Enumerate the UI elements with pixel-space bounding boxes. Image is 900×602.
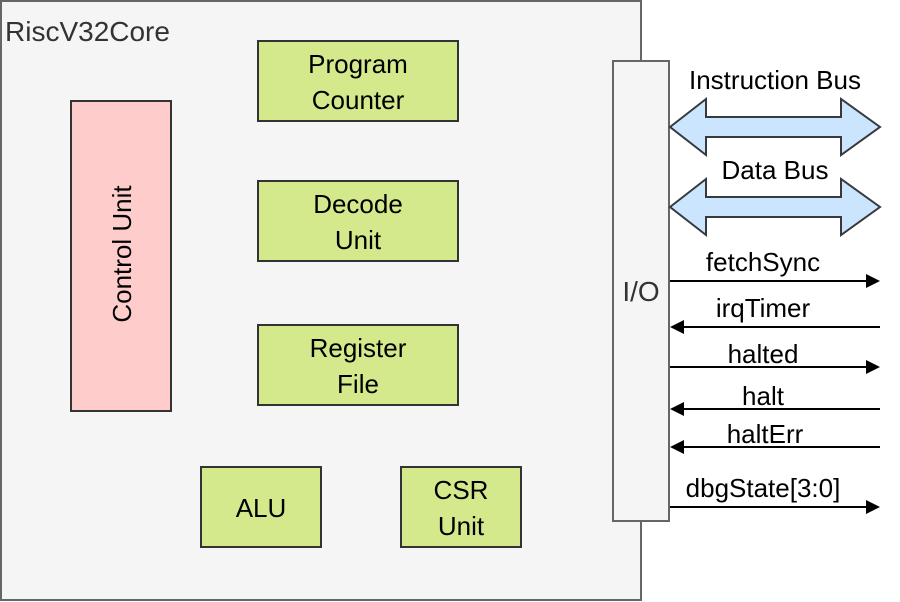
control-unit-label: Control Unit [107,185,137,323]
csr-unit-label-line2: Unit [438,511,485,541]
decode-unit-block [257,180,459,262]
alu-label: ALU [236,493,287,523]
io-block [612,60,670,522]
instruction-bus-label: Instruction Bus [689,65,861,95]
signal-label-fetchsync: fetchSync [706,247,820,277]
decode-unit-label-line1: Decode [313,189,403,219]
csr-unit-label-line1: CSR [434,475,489,505]
data-bus-label: Data Bus [722,155,829,185]
register-file-block [257,324,459,406]
io-label: I/O [622,276,659,307]
alu-block [200,466,322,548]
csr-unit-block [400,466,522,548]
program-counter-label-line1: Program [308,49,408,79]
signal-label-halt: halt [742,381,785,411]
signal-label-halterr: haltErr [727,419,804,449]
decode-unit-label-line2: Unit [335,225,382,255]
control-unit-block [70,100,172,412]
register-file-label-line1: Register [310,333,407,363]
program-counter-label-line2: Counter [312,85,405,115]
signal-label-halted: halted [728,339,799,369]
data-bus-arrow [668,176,882,238]
signal-label-irqtimer: irqTimer [716,293,811,323]
signal-label-dbgstate: dbgState[3:0] [686,473,841,503]
program-counter-block [257,40,459,122]
core-title: RiscV32Core [5,16,170,47]
instruction-bus-arrow [668,96,882,158]
register-file-label-line2: File [337,369,379,399]
